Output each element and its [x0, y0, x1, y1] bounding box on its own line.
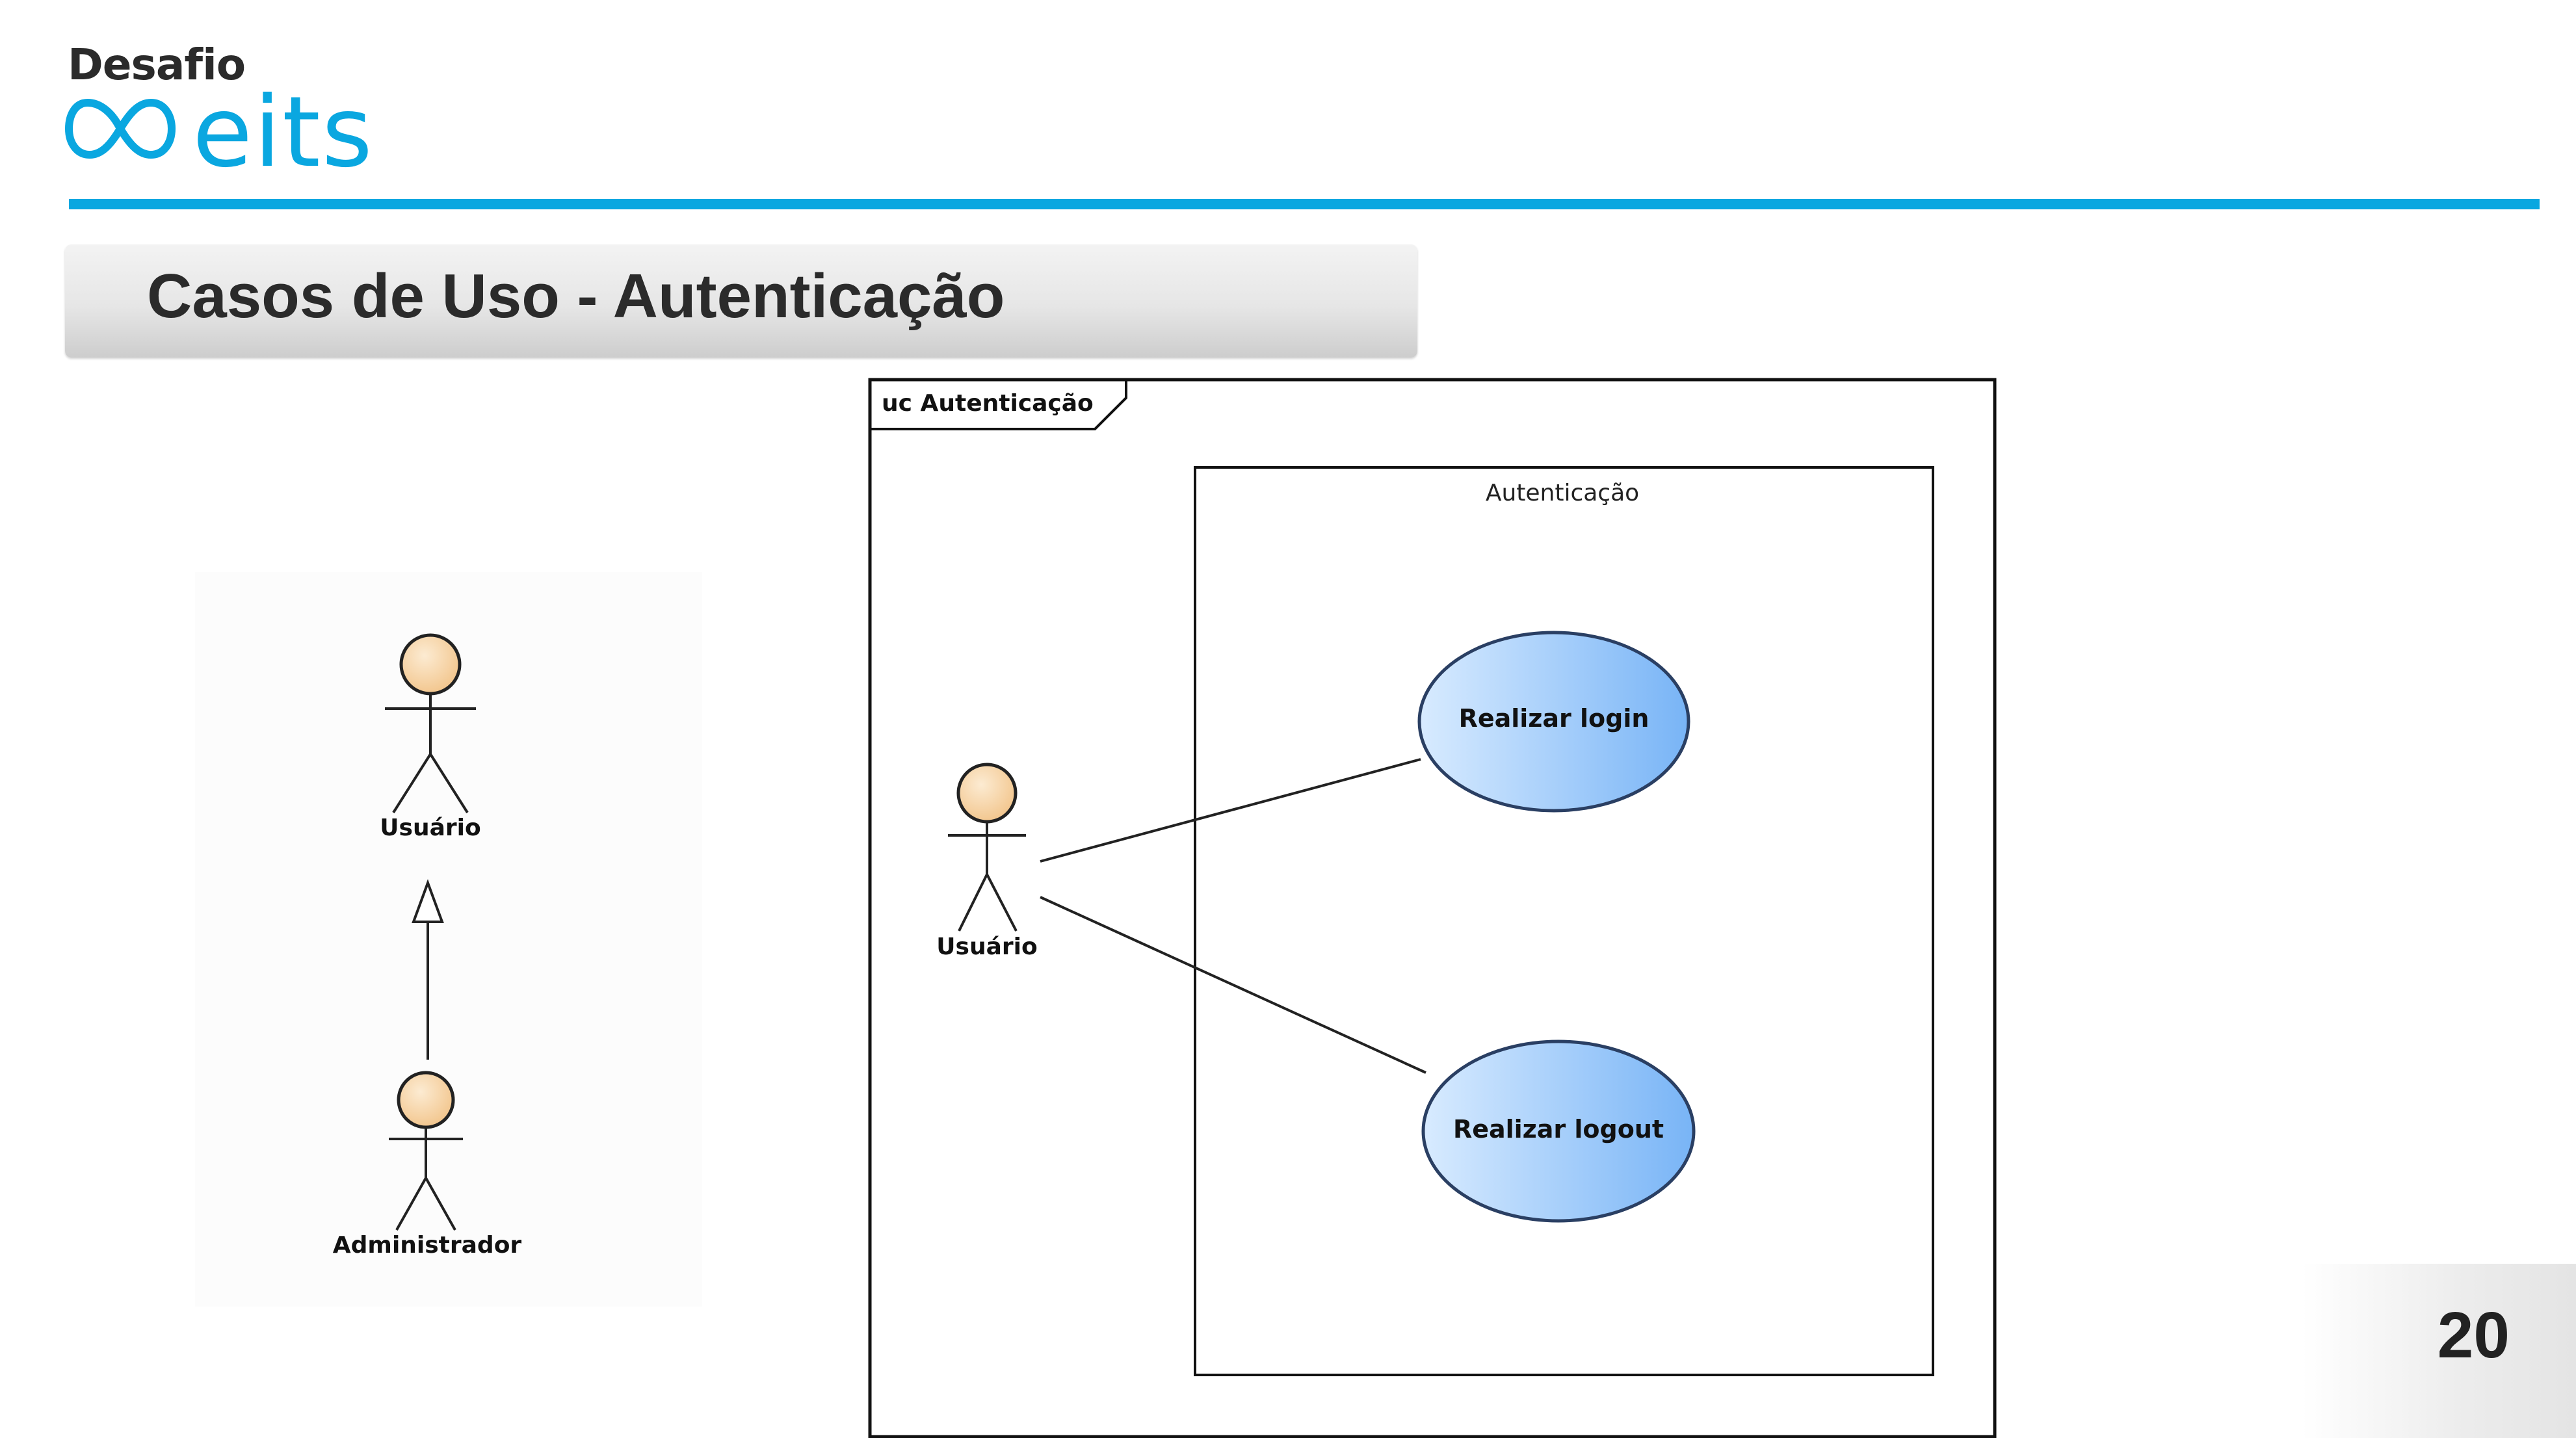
eits-logo: Desafio eits	[65, 39, 403, 185]
actor-head	[399, 633, 462, 696]
header-divider	[69, 199, 2540, 209]
use-case-logout-label: Realizar logout	[1453, 1115, 1664, 1144]
use-case-login-label: Realizar login	[1459, 704, 1649, 733]
use-case-login: Realizar login	[1417, 631, 1690, 813]
associations	[1040, 758, 1426, 1074]
actor-label-usuario-uc: Usuário	[936, 934, 1037, 960]
association-logout	[1040, 896, 1426, 1074]
actor-administrador: Administrador	[333, 1071, 522, 1259]
page-number-box: 20	[2302, 1264, 2576, 1438]
actor-head	[397, 1071, 455, 1129]
use-case-logout: Realizar logout	[1421, 1039, 1696, 1223]
generalization-panel	[195, 572, 702, 1307]
logo-eits-text: eits	[192, 76, 374, 189]
page-number: 20	[2437, 1299, 2510, 1372]
actor-label-usuario-left: Usuário	[380, 815, 480, 841]
slide-title: Casos de Uso - Autenticação	[147, 261, 1005, 331]
slide-title-bar: Casos de Uso - Autenticação	[65, 244, 1417, 358]
logo-desafio-text: Desafio	[68, 40, 246, 90]
actor-head	[956, 763, 1018, 824]
system-boundary: Autenticação	[1194, 466, 1934, 1376]
actor-label-administrador: Administrador	[333, 1232, 522, 1259]
generalization-arrow	[412, 879, 444, 1060]
actor-usuario-left: Usuário	[380, 633, 481, 841]
system-boundary-label: Autenticação	[1486, 480, 1639, 506]
uc-frame-label: uc Autenticação	[882, 390, 1094, 417]
infinity-icon	[65, 99, 176, 159]
association-login	[1040, 758, 1421, 863]
actor-usuario-uc: Usuário	[936, 763, 1038, 960]
